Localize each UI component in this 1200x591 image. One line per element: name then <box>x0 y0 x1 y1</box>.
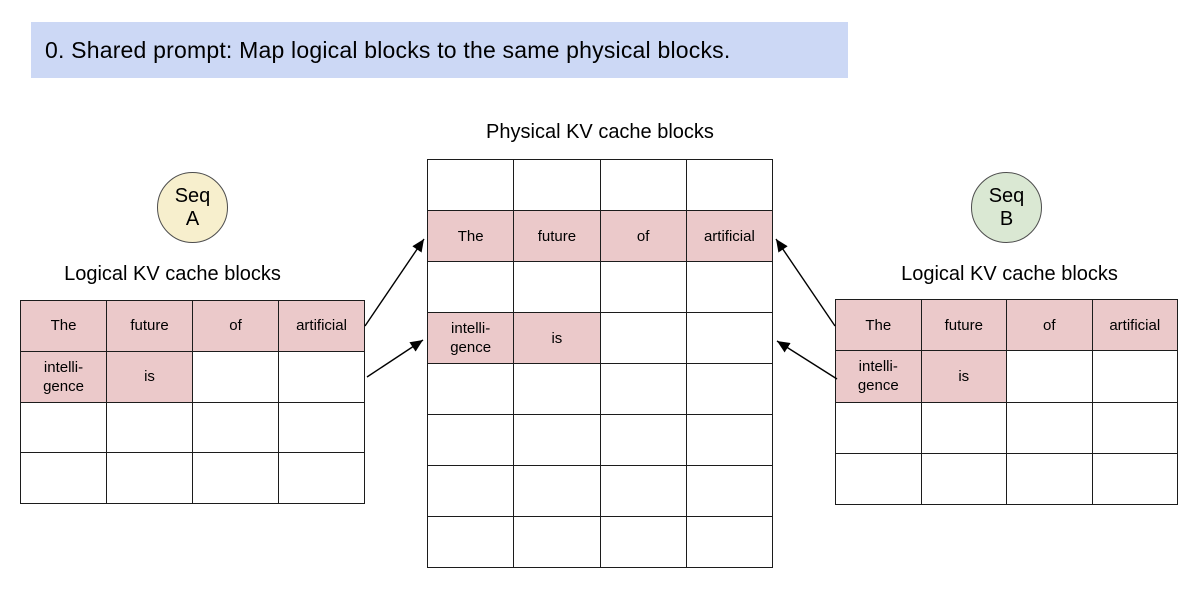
kv-empty-cell <box>836 402 922 454</box>
kv-empty-cell <box>600 313 687 364</box>
kv-empty-cell <box>1092 402 1178 454</box>
kv-empty-cell <box>428 160 515 211</box>
kv-empty-cell <box>514 160 601 211</box>
kv-empty-cell <box>1092 351 1178 403</box>
kv-empty-cell <box>600 466 687 517</box>
kv-token-cell: future <box>514 211 601 262</box>
kv-empty-cell <box>514 262 601 313</box>
kv-empty-cell <box>600 364 687 415</box>
kv-empty-cell <box>836 453 922 505</box>
step-caption-text: 0. Shared prompt: Map logical blocks to … <box>45 36 731 63</box>
kv-token-cell: intelli- gence <box>21 351 107 403</box>
arrow-seq-b-block1-to-physical <box>776 340 838 380</box>
kv-empty-cell <box>428 262 515 313</box>
kv-token-cell: The <box>21 301 107 352</box>
kv-empty-cell <box>428 364 515 415</box>
kv-token-cell: is <box>514 313 601 364</box>
kv-empty-cell <box>1092 453 1178 505</box>
kv-empty-cell <box>600 262 687 313</box>
kv-token-cell: future <box>107 301 193 352</box>
kv-empty-cell <box>1007 402 1093 454</box>
kv-empty-cell <box>1007 351 1093 403</box>
kv-empty-cell <box>514 466 601 517</box>
kv-empty-cell <box>600 415 687 466</box>
kv-token-cell: is <box>921 351 1007 403</box>
kv-empty-cell <box>686 466 773 517</box>
kv-empty-cell <box>21 453 107 504</box>
seq-a-logical-blocks-title: Logical KV cache blocks <box>64 263 281 285</box>
kv-empty-cell <box>686 364 773 415</box>
kv-token-cell: The <box>428 211 515 262</box>
kv-empty-cell <box>514 517 601 568</box>
seq-b-logical-blocks-title: Logical KV cache blocks <box>901 263 1118 285</box>
kv-token-cell: artificial <box>686 211 773 262</box>
arrow-seq-a-block1-to-physical <box>366 339 424 378</box>
kv-empty-cell <box>686 160 773 211</box>
kv-empty-cell <box>193 453 279 504</box>
kv-empty-cell <box>921 453 1007 505</box>
kv-empty-cell <box>686 262 773 313</box>
arrow-seq-a-block0-to-physical <box>364 238 425 327</box>
kv-empty-cell <box>514 415 601 466</box>
kv-empty-cell <box>428 466 515 517</box>
kv-empty-cell <box>428 415 515 466</box>
kv-empty-cell <box>279 402 365 454</box>
kv-token-cell: of <box>1007 300 1093 352</box>
kv-empty-cell <box>600 160 687 211</box>
kv-empty-cell <box>193 351 279 403</box>
kv-empty-cell <box>21 402 107 454</box>
seq-b-badge: Seq B <box>971 172 1042 243</box>
kv-token-cell: of <box>193 301 279 352</box>
arrow-seq-b-block0-to-physical <box>775 238 836 327</box>
kv-token-cell: The <box>836 300 922 352</box>
kv-token-cell: future <box>921 300 1007 352</box>
kv-empty-cell <box>921 402 1007 454</box>
kv-token-cell: of <box>600 211 687 262</box>
kv-token-cell: is <box>107 351 193 403</box>
kv-empty-cell <box>107 402 193 454</box>
kv-token-cell: artificial <box>279 301 365 352</box>
kv-empty-cell <box>686 517 773 568</box>
kv-empty-cell <box>514 364 601 415</box>
physical-blocks-title: Physical KV cache blocks <box>486 121 714 143</box>
kv-token-cell: intelli- gence <box>428 313 515 364</box>
kv-token-cell: intelli- gence <box>836 351 922 403</box>
seq-a-badge: Seq A <box>157 172 228 243</box>
step-caption-banner: 0. Shared prompt: Map logical blocks to … <box>31 22 848 78</box>
kv-empty-cell <box>686 415 773 466</box>
kv-token-cell: artificial <box>1092 300 1178 352</box>
kv-empty-cell <box>193 402 279 454</box>
kv-empty-cell <box>279 351 365 403</box>
kv-empty-cell <box>428 517 515 568</box>
kv-empty-cell <box>107 453 193 504</box>
kv-empty-cell <box>1007 453 1093 505</box>
kv-empty-cell <box>600 517 687 568</box>
kv-empty-cell <box>279 453 365 504</box>
kv-empty-cell <box>686 313 773 364</box>
